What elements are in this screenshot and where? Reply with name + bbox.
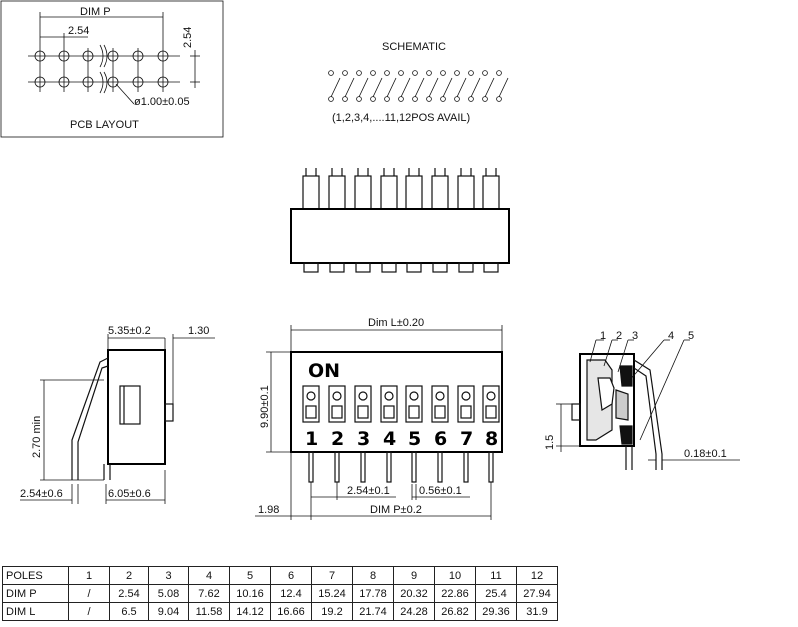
table-cell: 9.04: [148, 602, 189, 621]
front-dim-height: 9.90±0.1: [259, 385, 271, 428]
table-cell: 24.28: [393, 602, 435, 621]
switch-number: 6: [434, 428, 447, 450]
dimension-table: POLES 1 2 3 4 5 6 7 8 9 10 11 12 DIM P /…: [2, 566, 558, 621]
front-switch-windows: [302, 385, 500, 423]
table-cell: 6.5: [109, 602, 149, 621]
table-cell: 22.86: [434, 584, 476, 603]
callout-2: 2: [616, 330, 622, 342]
section-dim-left: 1.5: [544, 435, 556, 450]
table-cell: 21.74: [352, 602, 394, 621]
side-dim-bottom-left: 2.54±0.6: [20, 488, 63, 500]
pcb-pitch-vertical: 2.54: [182, 27, 194, 48]
pcb-layout-frame: [0, 0, 224, 138]
table-cell: 10: [434, 566, 476, 585]
on-label: ON: [308, 360, 340, 382]
pcb-hole-diameter: ø1.00±0.05: [134, 96, 190, 108]
schematic-switch-symbols: [328, 70, 509, 102]
table-cell: DIM L: [2, 602, 69, 621]
table-cell: 10.16: [229, 584, 271, 603]
side-view: 5.35±0.2 1.30 2.70 min 2.54±0.6 6.05±0.6: [20, 325, 215, 504]
side-dim-height: 2.70 min: [31, 416, 43, 458]
section-dim-pin: 0.18±0.1: [684, 448, 727, 460]
table-cell: 12.4: [270, 584, 312, 603]
table-cell: 6: [270, 566, 312, 585]
pcb-dim-p: DIM P: [80, 6, 111, 18]
table-cell: 2: [109, 566, 149, 585]
front-dim-pitch: 2.54±0.1: [347, 485, 390, 497]
pcb-pitch-horizontal: 2.54: [68, 25, 89, 37]
table-cell: 7: [311, 566, 353, 585]
front-dim-p: DIM P±0.2: [370, 504, 422, 516]
table-cell: 19.2: [311, 602, 353, 621]
table-cell: 12: [516, 566, 558, 585]
front-dim-pin-width: 0.56±0.1: [419, 485, 462, 497]
pcb-hole-grid: [28, 44, 180, 94]
table-cell: 2.54: [109, 584, 149, 603]
table-cell: 29.36: [475, 602, 517, 621]
table-cell: 7.62: [188, 584, 230, 603]
table-cell: 16.66: [270, 602, 312, 621]
switch-number: 5: [408, 428, 421, 450]
table-cell: 31.9: [516, 602, 558, 621]
table-cell: 15.24: [311, 584, 353, 603]
side-dim-top-right: 1.30: [188, 325, 209, 337]
front-dim-offset: 1.98: [258, 504, 279, 516]
switch-number: 2: [331, 428, 344, 450]
callout-4: 4: [668, 330, 674, 342]
table-cell: 25.4: [475, 584, 517, 603]
front-pins: [308, 451, 494, 483]
table-cell: DIM P: [2, 584, 69, 603]
table-cell: 11.58: [188, 602, 230, 621]
table-row: DIM L / 6.5 9.04 11.58 14.12 16.66 19.2 …: [2, 602, 558, 621]
table-cell: 1: [68, 566, 110, 585]
table-cell: POLES: [2, 566, 69, 585]
top-view: [290, 168, 510, 273]
side-dim-top: 5.35±0.2: [108, 325, 151, 337]
table-cell: 5: [229, 566, 271, 585]
callout-1: 1: [600, 330, 606, 342]
front-body: [290, 351, 503, 453]
pcb-layout-label: PCB LAYOUT: [70, 119, 139, 131]
schematic-note: (1,2,3,4,....11,12POS AVAIL): [332, 112, 470, 124]
table-cell: 20.32: [393, 584, 435, 603]
section-view: 1 2 3 4 5 1.5 0.18±0.1: [544, 330, 740, 470]
table-cell: /: [68, 584, 110, 603]
table-cell: 11: [475, 566, 517, 585]
pcb-layout-panel: DIM P 2.54 2.54 ø1.00±0: [0, 0, 224, 138]
callout-3: 3: [632, 330, 638, 342]
schematic-panel: SCHEMATIC (1,2,3,4,....11,12POS AVAIL): [328, 41, 509, 124]
switch-number: 7: [460, 428, 473, 450]
switch-number: 1: [305, 428, 318, 450]
switch-number: 8: [485, 428, 498, 450]
front-dim-length: Dim L±0.20: [368, 317, 424, 329]
table-cell: 14.12: [229, 602, 271, 621]
table-cell: 9: [393, 566, 435, 585]
switch-number: 3: [357, 428, 370, 450]
table-cell: 8: [352, 566, 394, 585]
switch-number: 4: [383, 428, 396, 450]
table-cell: 17.78: [352, 584, 394, 603]
callout-5: 5: [688, 330, 694, 342]
table-cell: 4: [188, 566, 230, 585]
front-switch-numbers: 1 2 3 4 5 6 7 8: [305, 428, 498, 450]
table-cell: 5.08: [148, 584, 189, 603]
table-cell: 26.82: [434, 602, 476, 621]
table-cell: 27.94: [516, 584, 558, 603]
table-row: DIM P / 2.54 5.08 7.62 10.16 12.4 15.24 …: [2, 584, 558, 603]
table-row: POLES 1 2 3 4 5 6 7 8 9 10 11 12: [2, 566, 558, 585]
front-view: Dim L±0.20 9.90±0.1 ON 1 2 3 4 5 6 7 8: [255, 317, 503, 520]
table-cell: 3: [148, 566, 189, 585]
side-dim-bottom-right: 6.05±0.6: [108, 488, 151, 500]
schematic-title: SCHEMATIC: [382, 41, 446, 53]
table-cell: /: [68, 602, 110, 621]
